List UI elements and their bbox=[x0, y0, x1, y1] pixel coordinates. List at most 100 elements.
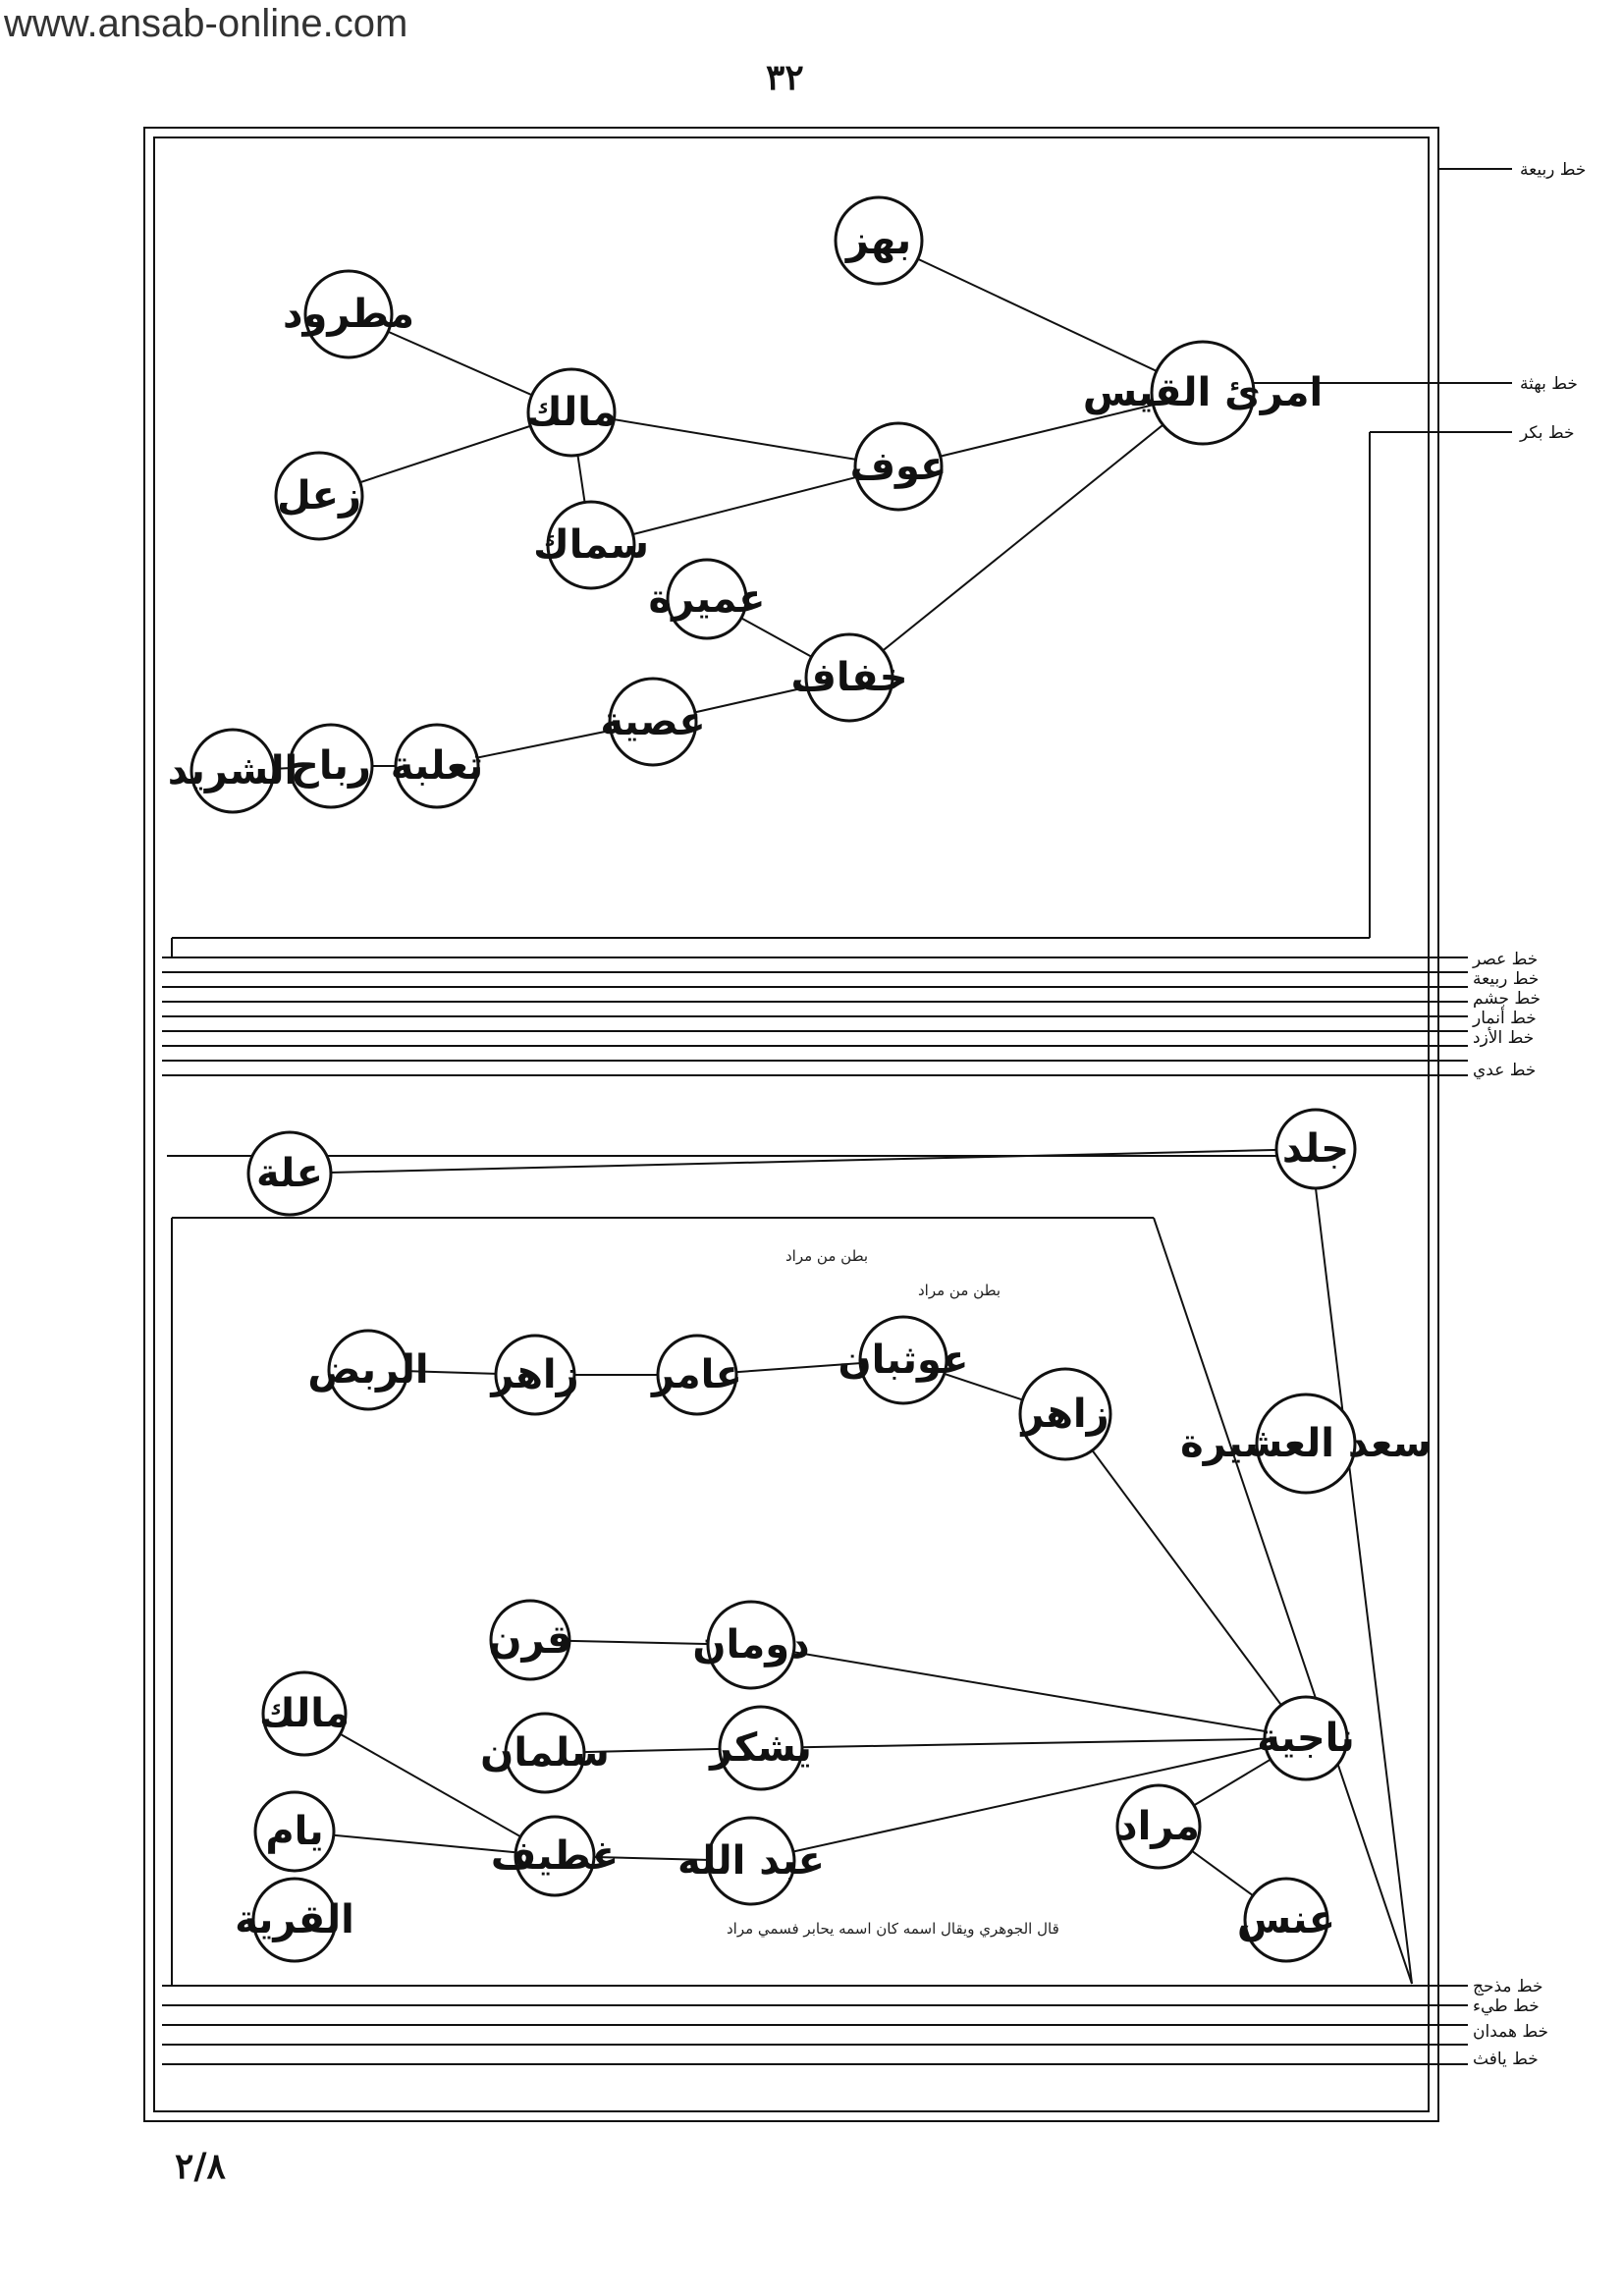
node-circle bbox=[261, 1670, 348, 1757]
node-malik1: مالك bbox=[526, 367, 617, 458]
node-abdullah: عبد الله bbox=[677, 1816, 825, 1906]
node-label: يشكر bbox=[708, 1725, 812, 1771]
nodes-layer: امرئ القيسبهزعوفمالكمطرودزعلسماكعميرةخفا… bbox=[168, 195, 1432, 1963]
node-circle bbox=[666, 558, 748, 640]
node-circle bbox=[327, 1329, 409, 1411]
node-najiya: ناجية bbox=[1257, 1695, 1355, 1781]
node-usayya: عصية bbox=[600, 677, 706, 767]
node-circle bbox=[706, 1816, 796, 1906]
folio-number: ٢/٨ bbox=[175, 2146, 226, 2187]
node-circle bbox=[1255, 1393, 1357, 1495]
node-circle bbox=[546, 500, 636, 590]
node-ans: عنس bbox=[1237, 1877, 1335, 1963]
edge-jald-ulah bbox=[289, 1148, 1317, 1175]
node-label: الشريد bbox=[168, 748, 298, 793]
node-circle bbox=[656, 1334, 738, 1416]
node-malik2: مالك bbox=[259, 1670, 350, 1757]
node-label: ناجية bbox=[1257, 1716, 1354, 1761]
node-simak: سماك bbox=[533, 500, 649, 590]
line-label-rabia: خط ربيعة bbox=[1520, 160, 1586, 180]
side-line-labels: خط ربيعة خط بهثة خط بكر خط عصر خط ربيعة … bbox=[1472, 160, 1586, 2069]
lower-connectors bbox=[167, 1155, 1413, 1986]
line-label-rabia2: خط ربيعة bbox=[1473, 969, 1539, 989]
node-label: الربض bbox=[307, 1347, 428, 1393]
node-circle bbox=[189, 728, 276, 814]
node-label: رباح bbox=[291, 743, 371, 789]
inner-frame bbox=[153, 137, 1430, 2112]
node-label: دومان bbox=[692, 1622, 809, 1667]
node-label: زعل bbox=[277, 473, 361, 519]
node-circle bbox=[1263, 1695, 1349, 1781]
line-label-asr: خط عصر bbox=[1472, 950, 1538, 969]
node-circle bbox=[706, 1600, 796, 1690]
line-label-madhhij: خط مذحج bbox=[1473, 1977, 1543, 1996]
node-matrud: مطرود bbox=[283, 269, 414, 359]
node-zaal: زعل bbox=[274, 451, 364, 541]
node-circle bbox=[804, 632, 894, 723]
node-label: عوثبان bbox=[839, 1338, 969, 1383]
edge-awf-simak bbox=[590, 465, 899, 546]
node-label: عنس bbox=[1237, 1897, 1335, 1942]
node-circle bbox=[303, 269, 394, 359]
node-circle bbox=[608, 677, 698, 767]
line-label-jusham: خط جشم bbox=[1473, 989, 1541, 1009]
node-circle bbox=[1243, 1877, 1329, 1963]
node-label: غطيف bbox=[491, 1833, 619, 1879]
node-murad: مراد bbox=[1115, 1783, 1202, 1870]
middle-band-lines bbox=[162, 957, 1468, 1076]
node-circle bbox=[246, 1130, 333, 1217]
bottom-band-lines bbox=[162, 1985, 1468, 2065]
node-circle bbox=[718, 1705, 804, 1791]
node-qariya: القرية bbox=[235, 1877, 354, 1963]
node-label: مالك bbox=[526, 390, 617, 435]
edge-imru-bahz bbox=[878, 240, 1204, 394]
line-label-adi: خط عدي bbox=[1473, 1061, 1536, 1080]
line-label-tayy: خط طيء bbox=[1473, 1996, 1540, 2016]
edge-awf-malik1 bbox=[570, 411, 899, 467]
edge-najiya-dawman bbox=[750, 1644, 1307, 1739]
node-bahz: بهز bbox=[834, 195, 924, 286]
node-label: قرن bbox=[488, 1617, 571, 1663]
line-label-yafith: خط يافث bbox=[1473, 2050, 1539, 2069]
node-label: القرية bbox=[235, 1897, 354, 1942]
note-murad-origin: قال الجوهري ويقال اسمه كان اسمه يحابر فس… bbox=[727, 1920, 1059, 1938]
edge-yam-ghutayf bbox=[294, 1831, 556, 1857]
node-circle bbox=[1115, 1783, 1202, 1870]
node-label: مالك bbox=[259, 1691, 350, 1736]
site-watermark: www.ansab-online.com bbox=[4, 2, 408, 45]
node-label: امرئ القيس bbox=[1083, 370, 1323, 415]
node-yam: يام bbox=[253, 1790, 336, 1873]
node-label: جلد bbox=[1282, 1126, 1349, 1172]
node-amir: عامر bbox=[650, 1334, 742, 1416]
edge-najiya-yashkur bbox=[760, 1737, 1307, 1749]
node-label: زاهر bbox=[489, 1352, 578, 1397]
node-label: يام bbox=[265, 1809, 323, 1854]
node-circle bbox=[1274, 1108, 1357, 1190]
node-circle bbox=[494, 1334, 576, 1416]
node-dawman: دومان bbox=[692, 1600, 810, 1690]
node-zahir1: زاهر bbox=[1018, 1367, 1112, 1461]
node-zahir2: زاهر bbox=[489, 1334, 579, 1416]
node-label: عبد الله bbox=[677, 1838, 825, 1884]
line-label-hamdan: خط همدان bbox=[1473, 2022, 1548, 2042]
top-right-connectors bbox=[171, 168, 1512, 957]
node-khufaf: خفاف bbox=[790, 632, 908, 723]
node-saad: سعد العشيرة bbox=[1180, 1393, 1432, 1495]
node-sharid: الشريد bbox=[168, 728, 298, 814]
node-circle bbox=[514, 1815, 596, 1897]
node-ghutayf: غطيف bbox=[491, 1815, 619, 1897]
node-label: خفاف bbox=[790, 655, 907, 700]
node-label: بهز bbox=[844, 218, 911, 263]
node-label: سلمان bbox=[480, 1730, 610, 1776]
node-circle bbox=[526, 367, 617, 458]
node-circle bbox=[288, 723, 374, 809]
node-label: زاهر bbox=[1019, 1392, 1109, 1437]
node-label: عصية bbox=[600, 699, 705, 744]
node-thalaba: ثعلبة bbox=[391, 723, 483, 809]
node-circle bbox=[1150, 340, 1256, 446]
node-rabd: الربض bbox=[307, 1329, 429, 1411]
outer-frame bbox=[143, 127, 1439, 2122]
node-label: عميرة bbox=[649, 576, 766, 622]
line-label-azd: خط الأزد bbox=[1473, 1027, 1534, 1048]
